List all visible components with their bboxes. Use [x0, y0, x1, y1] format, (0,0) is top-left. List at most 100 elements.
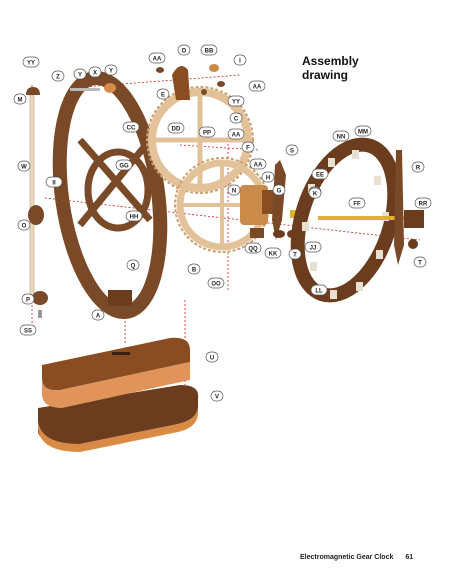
callout-n: N: [227, 184, 241, 196]
callout-text: DD: [172, 127, 181, 133]
callout-ii: II: [45, 176, 63, 188]
base-top-block: [42, 337, 190, 408]
callout-gg: GG: [115, 159, 133, 171]
callout-text: N: [232, 189, 236, 195]
callout-text: Y: [109, 69, 113, 75]
callout-k: K: [308, 187, 322, 199]
hands-and-shaft: [318, 150, 424, 265]
callout-s: S: [285, 144, 299, 156]
top-hardware: [70, 64, 225, 100]
callout-d: D: [177, 44, 191, 56]
callout-m: M: [13, 93, 27, 105]
callout-dd: DD: [167, 122, 185, 134]
callout-text: F: [246, 146, 250, 152]
callout-text: LL: [315, 289, 323, 295]
callout-ll: LL: [310, 284, 328, 296]
callout-z: Z: [51, 70, 65, 82]
callout-text: V: [215, 395, 219, 401]
callout-text: W: [21, 165, 27, 171]
callout-text: QQ: [248, 247, 258, 253]
callout-i: I: [233, 54, 247, 66]
callout-oo: OO: [207, 277, 225, 289]
callout-text: S: [290, 149, 294, 155]
callout-ss: SS: [19, 324, 37, 336]
callout-cc: CC: [122, 121, 140, 133]
callout-rr: RR: [414, 197, 432, 209]
callout-text: G: [277, 189, 282, 195]
callout-text: KK: [269, 252, 278, 258]
callout-text: YY: [232, 100, 240, 106]
callout-v: V: [210, 390, 224, 402]
callout-text: Q: [131, 264, 136, 270]
callout-y: Y: [104, 64, 118, 76]
callout-text: II: [52, 181, 56, 187]
callout-text: E: [161, 93, 165, 99]
callout-x: X: [88, 66, 102, 78]
callout-text: K: [313, 192, 318, 198]
callout-text: X: [93, 71, 97, 77]
title-line-1: Assembly: [302, 54, 359, 68]
callout-text: AA: [232, 133, 241, 139]
callout-text: GG: [119, 164, 129, 170]
callout-text: O: [22, 224, 27, 230]
callout-aa: AA: [248, 80, 266, 92]
callout-text: T: [418, 261, 422, 267]
callout-text: MM: [358, 130, 368, 136]
callout-text: RR: [419, 202, 428, 208]
title-line-2: drawing: [302, 68, 349, 82]
base-bottom-plate: [38, 385, 199, 452]
callout-r: R: [411, 161, 425, 173]
large-gear: [146, 86, 254, 194]
callout-mm: MM: [354, 125, 372, 137]
callout-jj: JJ: [304, 241, 322, 253]
callout-text: AA: [254, 163, 263, 169]
callout-text: C: [234, 117, 239, 123]
callout-w: W: [17, 160, 31, 172]
callout-b: B: [187, 263, 201, 275]
callout-text: A: [96, 314, 101, 320]
callout-bb: BB: [200, 44, 218, 56]
callout-a: A: [91, 309, 105, 321]
callout-u: U: [205, 351, 219, 363]
callout-text: AA: [153, 57, 162, 63]
callout-e: E: [156, 88, 170, 100]
callout-qq: QQ: [244, 242, 262, 254]
callout-yy: YY: [22, 56, 40, 68]
callout-f: F: [241, 141, 255, 153]
callout-text: U: [210, 356, 214, 362]
callout-o: O: [17, 219, 31, 231]
callout-text: I: [239, 59, 241, 65]
callout-g: G: [272, 184, 286, 196]
callout-aa: AA: [227, 128, 245, 140]
callout-h: H: [261, 171, 275, 183]
callout-text: JJ: [310, 246, 317, 252]
callout-q: Q: [126, 259, 140, 271]
callout-text: Z: [56, 75, 60, 81]
alignment-guides: [31, 74, 421, 385]
coil-mechanism: [240, 160, 302, 240]
callout-t: T: [288, 248, 302, 260]
drawing-title: Assembly drawing: [302, 54, 412, 82]
callout-pp: PP: [198, 126, 216, 138]
callout-text: D: [182, 49, 187, 55]
front-frame: [52, 70, 168, 320]
callout-text: EE: [316, 173, 324, 179]
callout-text: HH: [130, 215, 139, 221]
callout-t: T: [413, 256, 427, 268]
callout-text: OO: [211, 282, 221, 288]
callout-text: B: [192, 268, 197, 274]
callout-kk: KK: [264, 247, 282, 259]
callout-nn: NN: [332, 130, 350, 142]
callout-text: P: [26, 298, 30, 304]
callout-yy: YY: [227, 95, 245, 107]
callout-y: Y: [73, 68, 87, 80]
callout-p: P: [21, 293, 35, 305]
footer-book-title: Electromagnetic Gear Clock: [300, 554, 394, 561]
callout-text: PP: [203, 131, 211, 137]
callout-text: R: [416, 166, 421, 172]
callout-aa: AA: [148, 52, 166, 64]
